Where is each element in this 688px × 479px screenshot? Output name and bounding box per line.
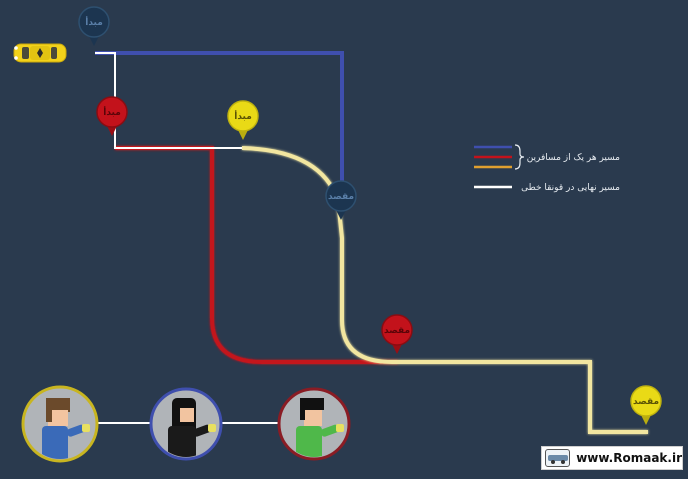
- legend-final-route-label: مسیر نهایی در قونقا خطی: [521, 183, 620, 193]
- pin-label: مبدأ: [103, 106, 121, 118]
- origin-pin-yellow[interactable]: مبدأ: [227, 100, 259, 140]
- legend-brace: [514, 144, 525, 170]
- romaak-logo-icon: [545, 449, 571, 467]
- pin-label: مقصد: [328, 192, 354, 202]
- legend-passenger-routes-label: مسیر هر یک از مسافرین: [527, 153, 620, 163]
- watermark-site: www.Romaak.ir: [576, 451, 682, 465]
- legend: مسیر هر یک از مسافرین مسیر نهایی در قونق…: [474, 144, 620, 193]
- pin-label: مقصد: [384, 326, 410, 336]
- destination-pin-blue[interactable]: مقصد: [325, 180, 357, 220]
- passenger-avatar-red[interactable]: [277, 387, 351, 466]
- blue-passenger-route: [95, 51, 344, 185]
- pin-label: مبدأ: [85, 16, 103, 28]
- passenger-avatar-yellow[interactable]: [21, 385, 99, 466]
- taxi-icon: [13, 43, 67, 63]
- origin-pin-blue[interactable]: مبدأ: [78, 6, 110, 46]
- origin-pin-red[interactable]: مبدأ: [96, 96, 128, 136]
- pin-label: مبدأ: [234, 110, 252, 122]
- watermark[interactable]: www.Romaak.ir: [541, 446, 683, 470]
- destination-pin-red[interactable]: مقصد: [381, 314, 413, 354]
- yellow-passenger-route: [241, 146, 648, 434]
- destination-pin-yellow[interactable]: مقصد: [630, 385, 662, 425]
- pin-label: مقصد: [633, 397, 659, 407]
- red-passenger-route: [115, 146, 398, 364]
- passenger-avatar-blue[interactable]: [149, 387, 223, 466]
